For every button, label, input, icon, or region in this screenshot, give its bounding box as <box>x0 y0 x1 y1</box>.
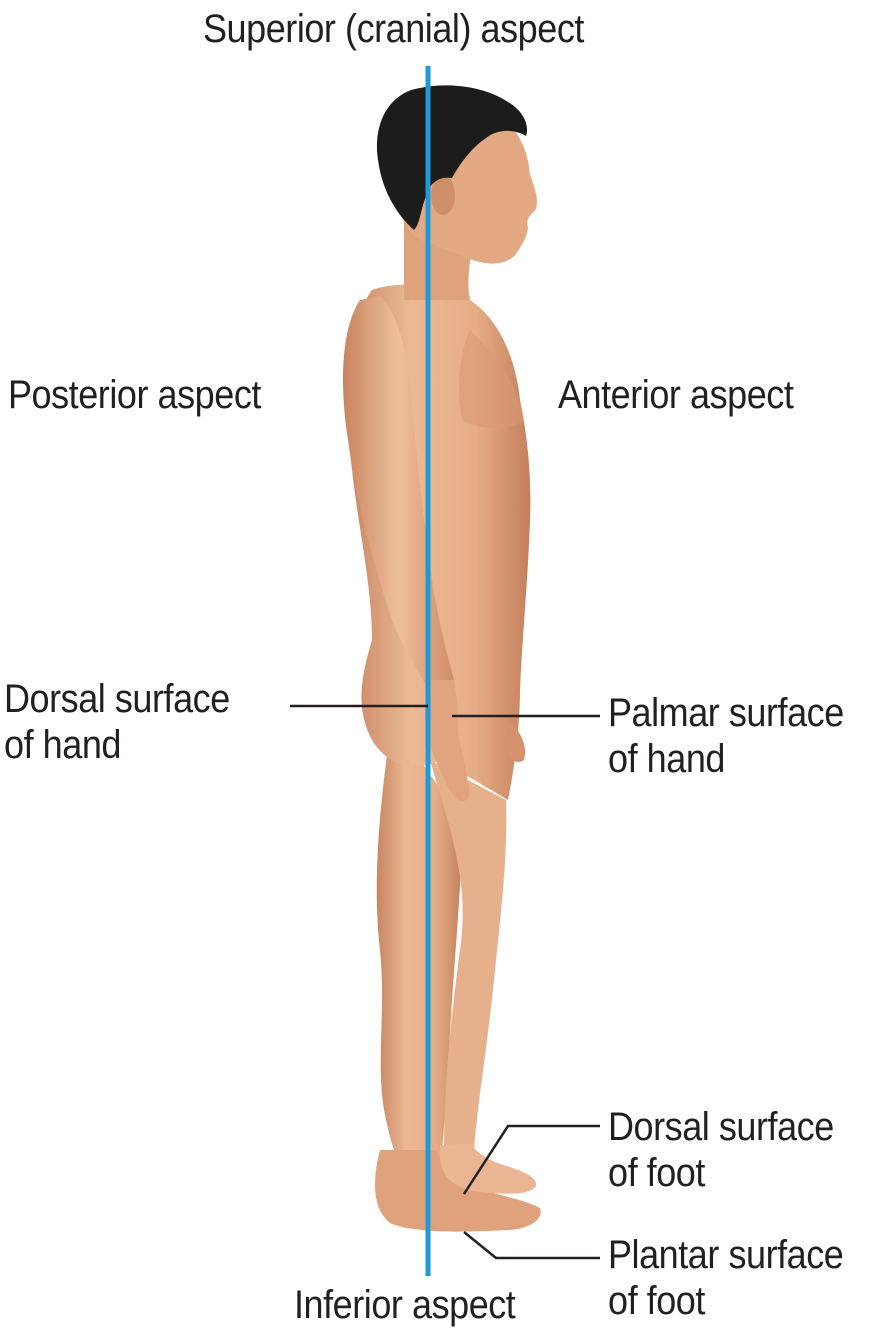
superior-aspect-label: Superior (cranial) aspect <box>203 6 584 52</box>
palmar-surface-hand-label: Palmar surface of hand <box>608 690 844 782</box>
plantar-surface-foot-label: Plantar surface of foot <box>608 1232 843 1324</box>
anterior-aspect-label: Anterior aspect <box>558 372 793 418</box>
plantar-foot-leader <box>464 1232 600 1258</box>
dorsal-surface-foot-label: Dorsal surface of foot <box>608 1104 834 1196</box>
inferior-aspect-label: Inferior aspect <box>294 1282 515 1328</box>
dorsal-surface-hand-label: Dorsal surface of hand <box>4 676 230 768</box>
posterior-aspect-label: Posterior aspect <box>8 372 261 418</box>
